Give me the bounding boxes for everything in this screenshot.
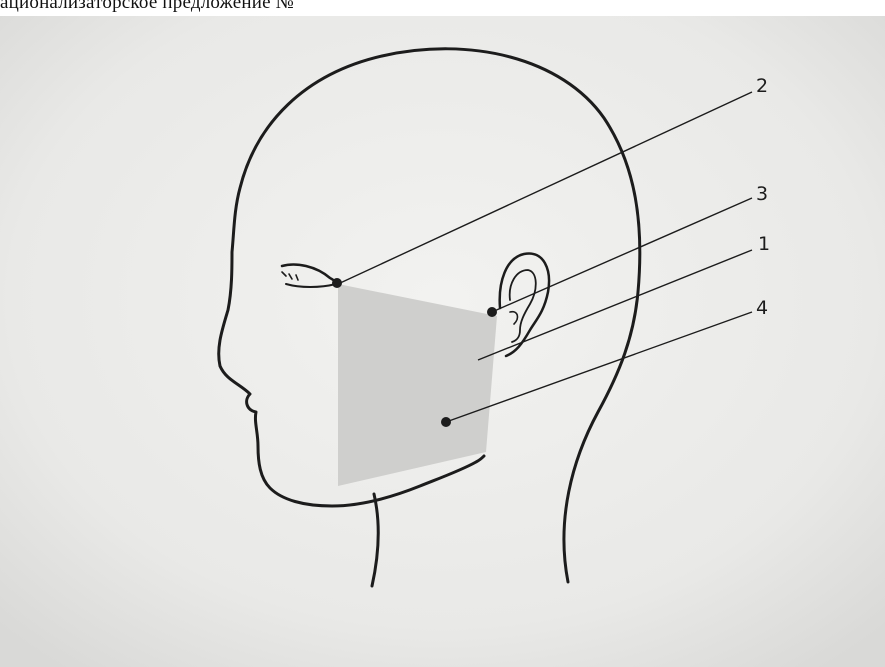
callout-label-2: 2: [756, 75, 768, 97]
document-header: ационализаторское предложение №: [0, 0, 885, 16]
callout-label-3: 3: [756, 183, 768, 205]
header-text: ационализаторское предложение №: [0, 0, 294, 14]
marker-dot-2: [332, 278, 342, 288]
marker-dot-3: [487, 307, 497, 317]
callout-label-4: 4: [756, 297, 768, 319]
callout-label-1: 1: [758, 233, 770, 255]
marker-dot-4: [441, 417, 451, 427]
